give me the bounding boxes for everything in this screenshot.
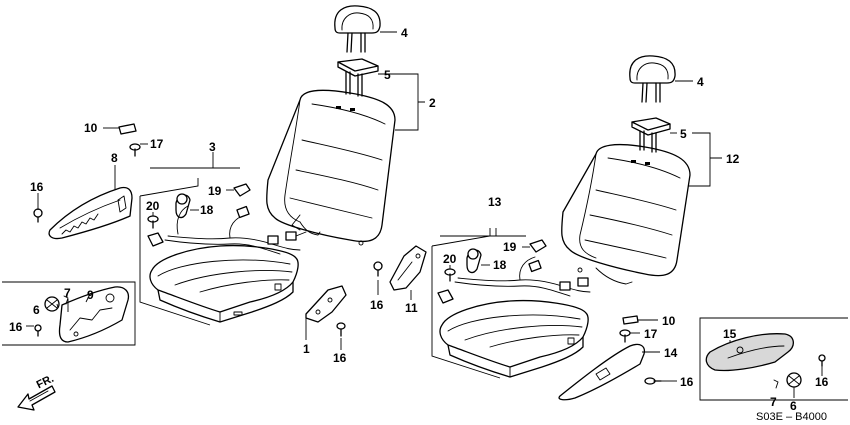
harness-left: [147, 205, 307, 255]
bolt-16-inset-left: [34, 324, 42, 337]
bracket-1: [305, 285, 347, 323]
callout-20-left: 20: [146, 199, 160, 213]
callout-8: 8: [111, 151, 118, 165]
callout-11: 11: [405, 301, 418, 315]
callout-18-left: 18: [200, 203, 214, 217]
callout-5-right: 5: [680, 127, 687, 141]
spring-7-left: [63, 295, 69, 305]
callout-16-mid: 16: [370, 298, 384, 312]
bolt-16-right-bracket: [373, 261, 383, 277]
inset-box-left: [2, 281, 136, 346]
seatback-right: [561, 143, 691, 285]
bolt-16-left: [33, 208, 43, 223]
callout-13: 13: [488, 195, 502, 209]
plate-10-right: [622, 315, 639, 325]
callout-14: 14: [664, 346, 678, 360]
callout-10-right: 10: [662, 314, 676, 328]
callout-19-left: 19: [208, 184, 222, 198]
callout-16-right: 16: [680, 375, 694, 389]
bolt-16-bracket: [336, 322, 346, 337]
callout-16-left-top: 16: [30, 180, 44, 194]
headrest-left: [334, 5, 381, 53]
callout-20-right: 20: [443, 252, 457, 266]
clip-18-left: [175, 193, 191, 219]
callout-2: 2: [429, 96, 436, 110]
callout-9: 9: [87, 288, 94, 302]
fastener-20-left: [147, 215, 159, 229]
cover-15: [705, 333, 794, 372]
seatback-left: [266, 89, 396, 246]
callout-18-right: 18: [493, 258, 507, 272]
bolt-16-cover-14: [644, 377, 662, 385]
clip-19-right: [529, 239, 547, 253]
callout-4-left: 4: [401, 26, 408, 40]
front-direction-arrow: [17, 385, 56, 411]
cover-8-left: [48, 186, 133, 240]
callout-labels: 4 5 2 3 10 17 8 16 19 18 20 7 9 6 16 1 1…: [9, 26, 829, 413]
callout-17-right: 17: [644, 327, 658, 341]
callout-5-left: 5: [384, 68, 391, 82]
inset-box-right: [699, 317, 848, 401]
spring-7-right: [773, 379, 779, 389]
callout-16-inset-left: 16: [9, 320, 23, 334]
seat-cushion-right: [439, 299, 589, 378]
harness-right: [437, 256, 591, 304]
seat-cushion-left: [149, 244, 299, 323]
callout-1: 1: [303, 342, 310, 356]
knob-6-right: [786, 372, 802, 388]
callout-7-right: 7: [770, 395, 777, 409]
bracket-11: [389, 245, 427, 291]
screw-17-left: [129, 143, 141, 157]
diagram-code: S03E – B4000: [756, 411, 827, 423]
callout-16-inset-right: 16: [815, 375, 829, 389]
cover-14: [558, 343, 646, 401]
clip-19-left: [233, 183, 251, 197]
bolt-16-inset-right: [818, 354, 826, 367]
headrest-right: [629, 55, 676, 103]
callout-12: 12: [726, 152, 740, 166]
fastener-20-right: [444, 268, 456, 282]
callout-10-left: 10: [84, 121, 98, 135]
callout-6-right: 6: [790, 399, 797, 413]
screw-17-right: [619, 329, 631, 343]
callout-3: 3: [209, 140, 216, 154]
callout-16-bracket: 16: [333, 351, 347, 365]
leader-lines: [26, 31, 823, 398]
callout-6-left: 6: [33, 303, 40, 317]
callout-4-right: 4: [697, 75, 704, 89]
clip-18-right: [466, 248, 482, 274]
callout-15: 15: [723, 327, 737, 341]
headrest-guides-left: [337, 58, 379, 97]
plate-10-left: [118, 123, 137, 135]
recliner-9: [58, 286, 130, 343]
callout-7-left: 7: [64, 286, 71, 300]
callout-19-right: 19: [503, 240, 517, 254]
callout-17-left: 17: [150, 137, 164, 151]
knob-6-left: [44, 296, 60, 312]
headrest-guides-right: [631, 117, 671, 153]
